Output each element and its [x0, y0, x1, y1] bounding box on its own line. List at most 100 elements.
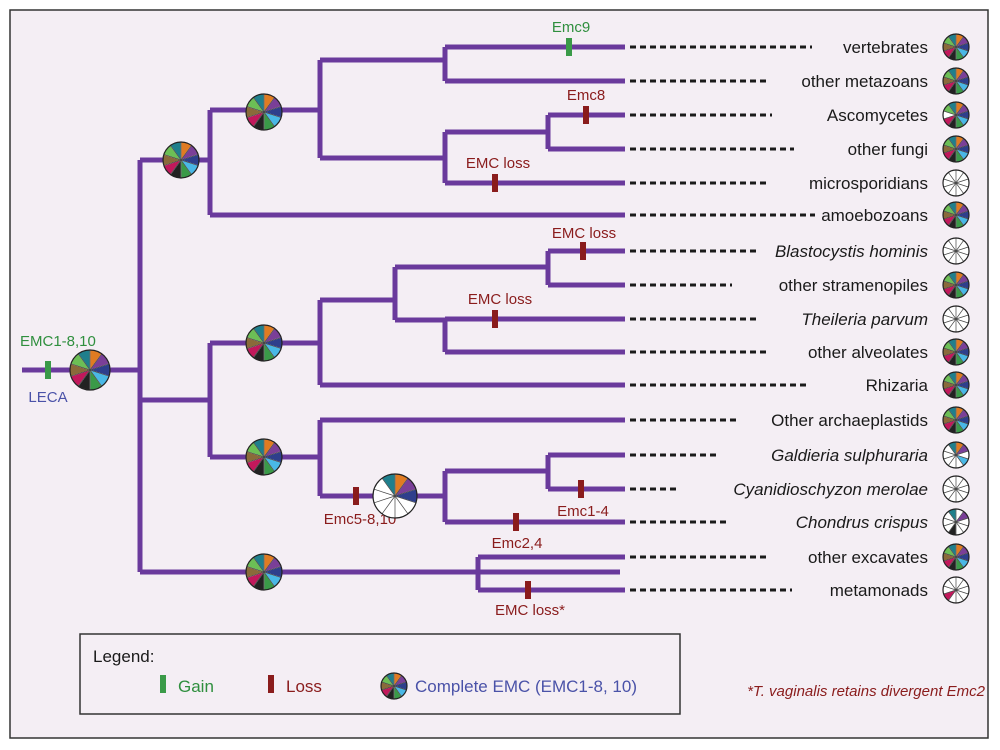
pie-spoke	[955, 384, 969, 390]
pie-spoke	[943, 250, 957, 256]
taxon-label: Galdieria sulphuraria	[771, 446, 928, 465]
pie-slice	[956, 172, 969, 183]
pie-outline	[372, 473, 418, 519]
node-pie	[245, 553, 283, 591]
leca-label: LECA	[28, 389, 67, 406]
loss-label: Emc1-4	[557, 503, 609, 520]
pie-slice	[956, 489, 969, 500]
pie-slice	[943, 450, 956, 460]
pie-slice	[956, 251, 969, 262]
pie-spoke	[253, 328, 265, 344]
tip-pie	[942, 67, 970, 95]
tip-pie	[942, 135, 970, 163]
legend-loss-marker	[268, 675, 274, 693]
gain-marker	[566, 38, 572, 56]
pie-slice	[948, 455, 956, 468]
pie-spoke	[89, 369, 103, 387]
pie-outline	[942, 101, 970, 129]
pie-outline	[162, 141, 200, 179]
loss-label: EMC loss	[466, 155, 530, 172]
node-pie	[245, 324, 283, 362]
pie-spoke	[955, 484, 969, 490]
emc-pie-glyphs	[69, 33, 970, 604]
pie-slice	[943, 455, 956, 466]
pie-spoke	[246, 456, 265, 463]
pie-spoke	[89, 353, 103, 371]
pie-spoke	[955, 114, 964, 126]
pie-slice	[956, 183, 964, 196]
pie-spoke	[170, 159, 182, 175]
pie-slice	[374, 496, 395, 514]
pie-outline	[942, 305, 970, 333]
pie-spoke	[955, 454, 964, 466]
pie-spoke	[943, 148, 957, 154]
taxon-label: Other archaeplastids	[771, 411, 928, 430]
pie-slice	[956, 585, 969, 595]
cyanidiales-split	[545, 452, 625, 492]
pie-spoke	[955, 488, 964, 500]
pie-spoke	[943, 144, 957, 150]
pie-spoke	[955, 308, 964, 320]
pie-spoke	[948, 80, 957, 92]
pie-spoke	[955, 80, 969, 86]
pie-spoke	[955, 341, 964, 353]
taxon-label: other metazoans	[801, 72, 928, 91]
alveolate-split	[442, 316, 625, 355]
pie-slice	[382, 496, 395, 518]
loss-marker	[583, 106, 589, 124]
pie-spoke	[943, 589, 957, 595]
pie-spoke	[246, 342, 265, 349]
pie-spoke	[77, 369, 91, 387]
pie-spoke	[948, 104, 957, 116]
pie-spoke	[943, 42, 957, 48]
pie-slice	[956, 517, 969, 527]
pie-spoke	[948, 70, 957, 82]
tip-pie	[942, 271, 970, 299]
loss-label: Emc5-8,10	[324, 511, 397, 528]
pie-spoke	[955, 488, 969, 494]
taxon-label: other stramenopiles	[779, 276, 928, 295]
pie-spoke	[948, 351, 957, 363]
pie-slice	[956, 522, 964, 535]
pie-slice	[948, 183, 956, 196]
red-algae-split	[442, 468, 625, 525]
loss-marker	[525, 581, 531, 599]
pie-outline	[69, 349, 111, 391]
pie-slice	[956, 170, 964, 183]
pie-slice	[395, 496, 408, 518]
pie-spoke	[955, 46, 964, 58]
pie-spoke	[955, 178, 969, 184]
pie-spoke	[263, 337, 282, 344]
footnote: *T. vaginalis retains divergent Emc2	[747, 683, 986, 700]
taxon-label: other fungi	[848, 140, 928, 159]
pie-slice	[943, 314, 956, 324]
pie-slice	[948, 238, 956, 251]
taxon-label: Rhizaria	[866, 376, 929, 395]
pie-slice	[956, 450, 969, 460]
legend-gain-label: Gain	[178, 677, 214, 696]
pie-spoke	[955, 589, 964, 601]
taxon-label: vertebrates	[843, 38, 928, 57]
pie-slice	[943, 489, 956, 500]
node-pie-leca	[69, 349, 111, 391]
node-pie-partial	[372, 473, 418, 519]
pie-spoke	[89, 369, 110, 377]
pie-spoke	[163, 154, 182, 161]
tip-pie	[942, 237, 970, 265]
pie-spoke	[943, 415, 957, 421]
pie-spoke	[955, 284, 964, 296]
pie-outline	[245, 324, 283, 362]
pie-spoke	[948, 204, 957, 216]
pie-spoke	[955, 511, 964, 523]
pie-spoke	[955, 76, 969, 82]
pie-spoke	[253, 571, 265, 587]
tip-pie	[942, 33, 970, 61]
pie-outline	[942, 508, 970, 536]
taxon-label: microsporidians	[809, 174, 928, 193]
pie-spoke	[955, 42, 969, 48]
pie-spoke	[163, 159, 182, 166]
pie-outline	[942, 237, 970, 265]
pie-spoke	[393, 675, 402, 687]
pie-spoke	[393, 681, 407, 687]
pie-spoke	[955, 552, 969, 558]
